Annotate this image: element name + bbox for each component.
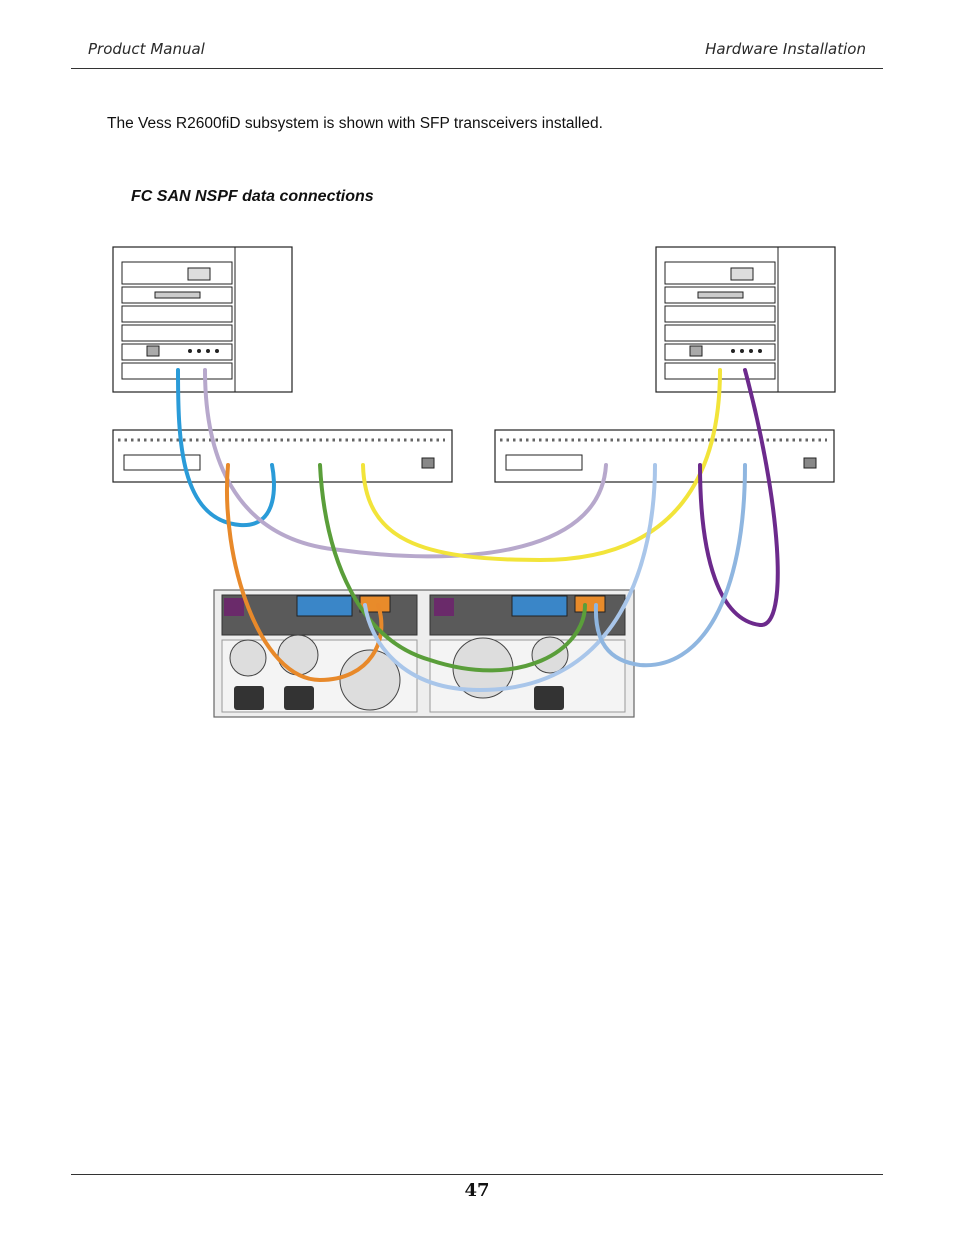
data-cables bbox=[176, 368, 780, 693]
header-right-title: Hardware Installation bbox=[705, 40, 866, 58]
host-server-right bbox=[655, 246, 836, 393]
fc-switch-right bbox=[494, 429, 835, 483]
page-number: 47 bbox=[464, 1180, 490, 1201]
footer-rule bbox=[71, 1174, 883, 1175]
intro-paragraph: The Vess R2600fiD subsystem is shown wit… bbox=[107, 115, 603, 132]
fc-switch-left bbox=[112, 429, 453, 483]
vess-subsystem-rear bbox=[213, 589, 635, 718]
header-rule bbox=[71, 68, 883, 69]
host-server-left bbox=[112, 246, 293, 393]
header-left-title: Product Manual bbox=[88, 40, 205, 58]
figure-caption: FC SAN NSPF data connections bbox=[131, 188, 374, 205]
